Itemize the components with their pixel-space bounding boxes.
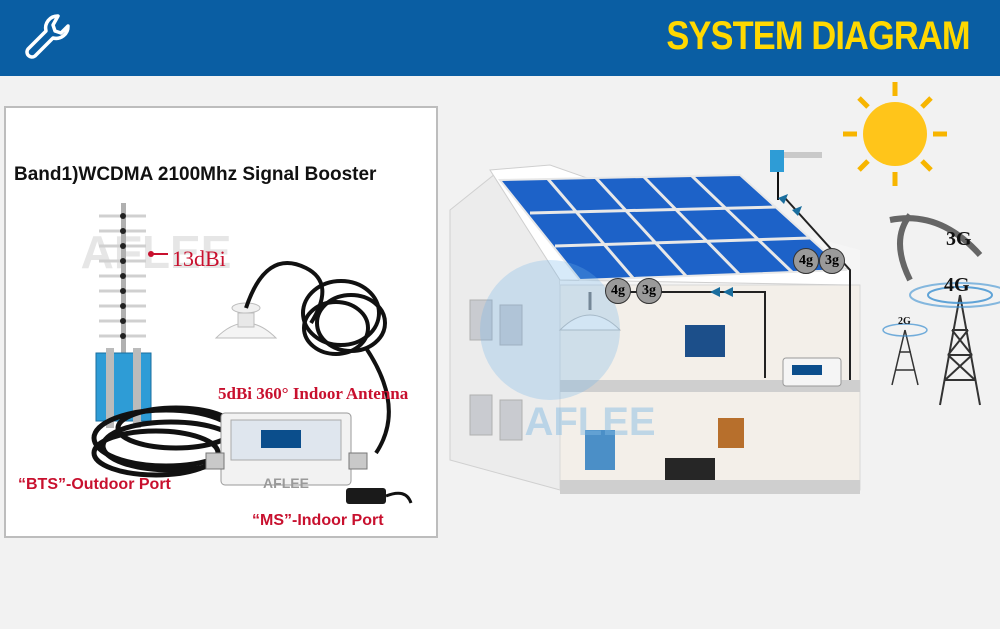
indoor-antenna-label: 5dBi 360° Indoor Antenna (218, 384, 409, 403)
booster-title: Band1)WCDMA 2100Mhz Signal Booster (14, 164, 377, 185)
indoor-badge-4g: 4g (605, 278, 631, 304)
wrench-icon (25, 14, 70, 59)
indoor-antenna (214, 261, 325, 339)
house-watermark-text: AFLEE (524, 400, 655, 444)
indoor-cable-coil (301, 279, 391, 455)
roof-badge-4g: 4g (793, 248, 819, 274)
room-booster-device (782, 357, 842, 387)
roof-yagi-antenna (770, 150, 822, 200)
roof-badge-3g: 3g (819, 248, 845, 274)
cell-tower-2g (882, 323, 928, 386)
power-box (718, 418, 744, 448)
tower-label-3g: 3G (946, 228, 972, 250)
power-adapter (346, 488, 413, 504)
cell-tower-4g (909, 282, 1000, 406)
battery (665, 458, 715, 480)
antenna-gain-label: 13dBi (172, 246, 226, 271)
tower-label-4g: 4G (944, 274, 970, 296)
device-brand-text: AFLEE (263, 475, 309, 491)
signal-arc-arrows (889, 213, 983, 282)
page-title: SYSTEM DIAGRAM (666, 14, 971, 58)
house-diagram: AFLEE (449, 82, 1000, 494)
product-illustration: AFLEE (81, 203, 413, 504)
indoor-badge-3g: 3g (636, 278, 662, 304)
header-banner: SYSTEM DIAGRAM (0, 0, 1000, 76)
solar-panels (497, 173, 848, 282)
product-panel: AFLEE (4, 106, 438, 538)
watermark-logo (480, 260, 620, 400)
tower-label-2g: 2G (898, 316, 911, 327)
computer-monitor (685, 325, 725, 357)
bts-port-label: “BTS”-Outdoor Port (18, 476, 171, 493)
room-indoor-antenna (558, 292, 622, 331)
storage-box (585, 430, 615, 470)
sun-icon (843, 82, 947, 186)
booster-device: AFLEE (205, 412, 368, 491)
ms-port-label: “MS”-Indoor Port (252, 512, 384, 529)
watermark-text: AFLEE (81, 226, 232, 278)
